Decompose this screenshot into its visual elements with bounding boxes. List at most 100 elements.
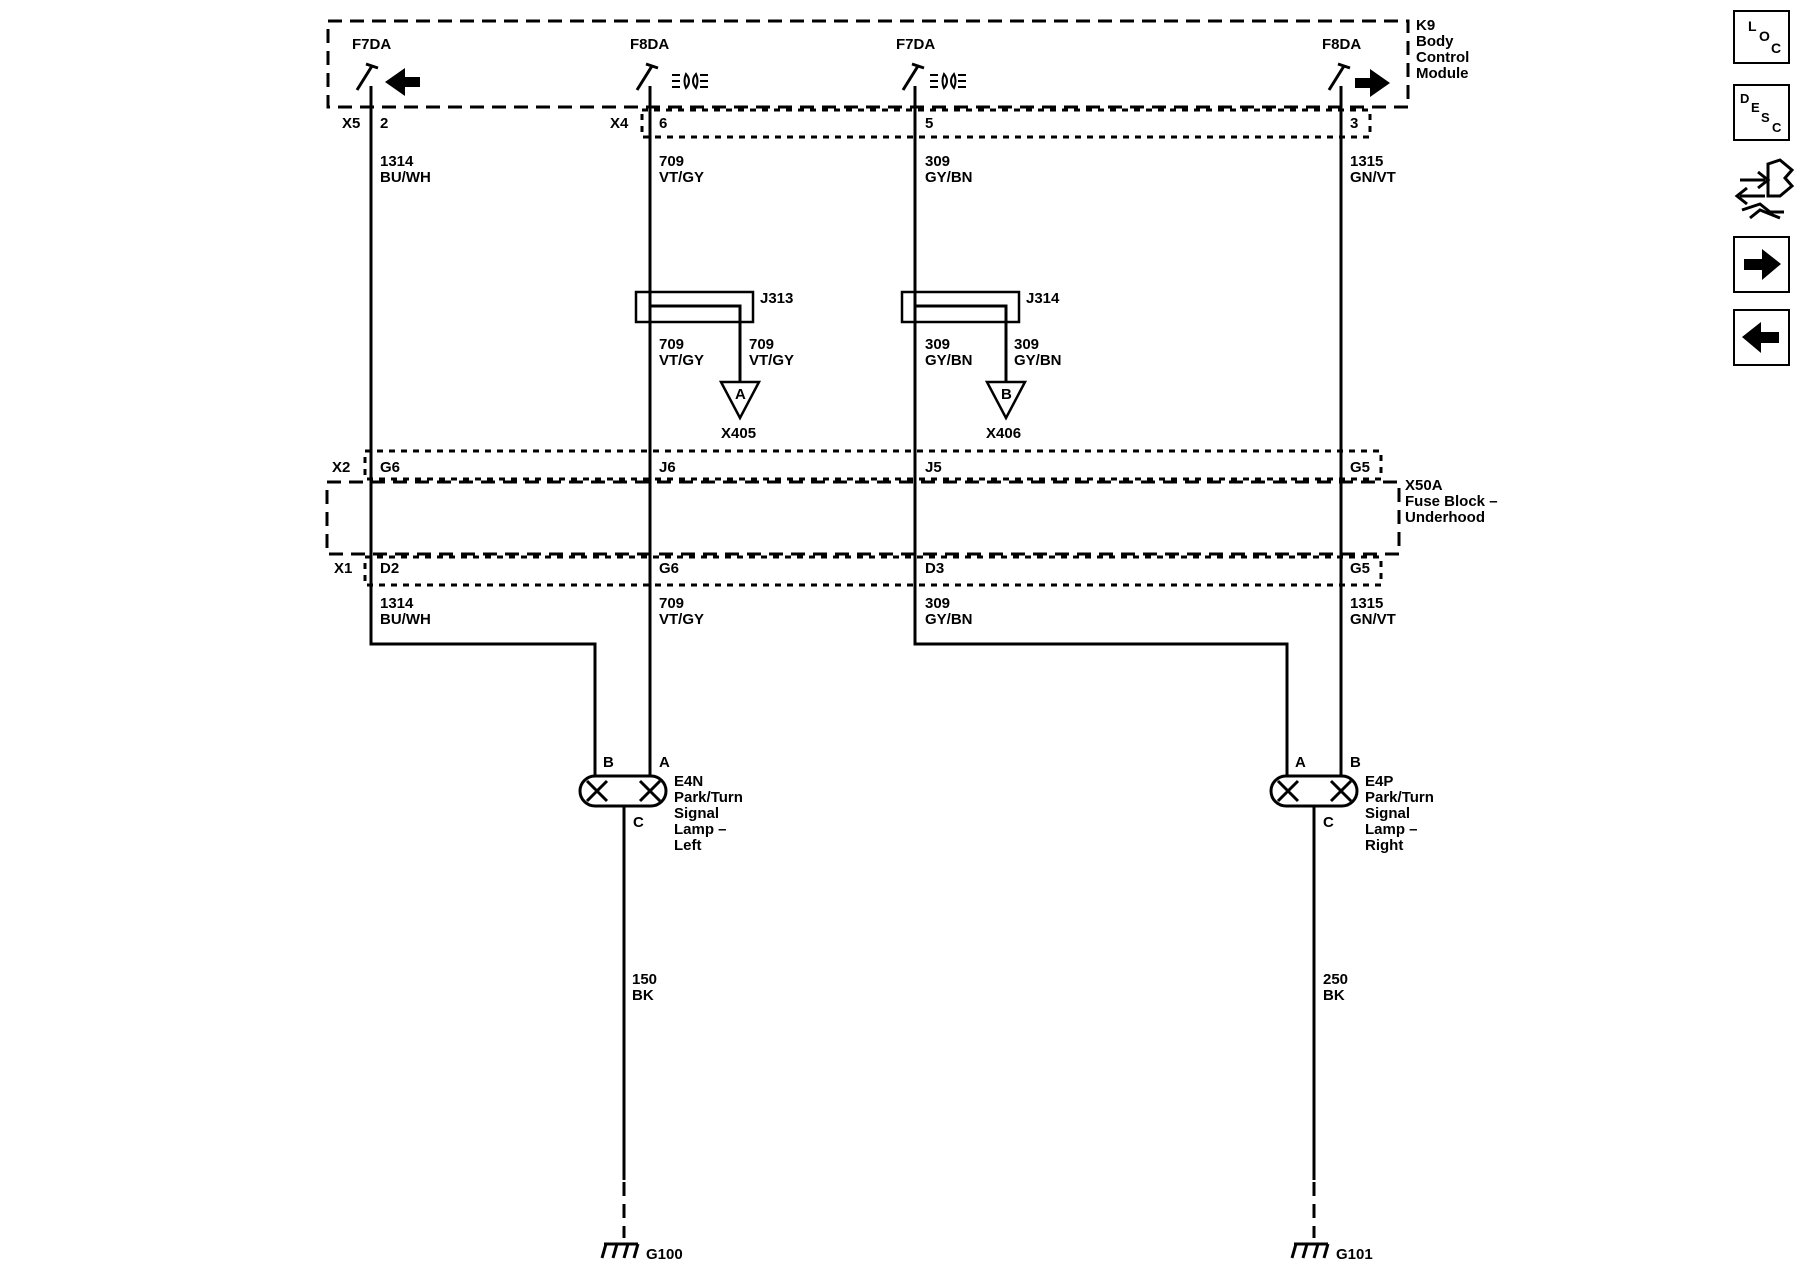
circuit-number: 150 — [632, 971, 657, 988]
circuit-color: BK — [1323, 987, 1345, 1004]
circuit-color: BU/WH — [380, 169, 431, 186]
circuit-color: VT/GY — [659, 611, 704, 628]
fuse-block: X50A Fuse Block – Underhood X2 G6 J6 J5 … — [325, 449, 1498, 587]
lamp-pin: B — [603, 754, 614, 771]
lamp-name-line: Right — [1365, 837, 1403, 854]
ground-icon — [600, 1242, 640, 1259]
bulb-filament-icon — [638, 779, 662, 803]
connector-x1-outline — [363, 555, 1383, 587]
splice-j313: J313 709 VT/GY 709 VT/GY A X405 — [634, 290, 794, 442]
lamp-pin: A — [1295, 754, 1306, 771]
connector-label: X2 — [332, 459, 350, 476]
lamp-name-line: Signal — [1365, 805, 1410, 822]
circuit-number: 1314 — [380, 595, 414, 612]
bulb-filament-icon — [1276, 779, 1300, 803]
ground-ref: G101 — [1336, 1246, 1373, 1263]
circuit-number: 309 — [1014, 336, 1039, 353]
wire-1314 — [369, 86, 597, 776]
lamp-name-line: Signal — [674, 805, 719, 822]
next-button[interactable] — [1733, 236, 1790, 293]
circuit-number: 1315 — [1350, 595, 1383, 612]
lamp-body — [1269, 774, 1359, 808]
circuit-color: VT/GY — [749, 352, 794, 369]
lamp-pin: C — [633, 814, 644, 831]
splice-ref: J313 — [760, 290, 793, 307]
connector-arrow-icon — [718, 380, 762, 421]
circuit-number: 309 — [925, 336, 950, 353]
lamp-name-line: Park/Turn — [674, 789, 743, 806]
circuit-number: 709 — [749, 336, 774, 353]
connector-label: X1 — [334, 560, 352, 577]
connector-tool-icon[interactable] — [1734, 158, 1795, 220]
connector-x4-outline — [640, 108, 1372, 139]
wires — [369, 86, 1343, 1238]
fuse-block-ref: X50A — [1405, 477, 1443, 494]
body-control-module: K9 Body Control Module F7DA F8DA F7DA F8… — [326, 17, 1469, 139]
park-lamp-icon — [672, 72, 708, 90]
circuit-number: 1314 — [380, 153, 414, 170]
switch-symbol — [635, 62, 659, 91]
pin-label: 2 — [380, 115, 388, 132]
lamp-pin: B — [1350, 754, 1361, 771]
bulb-filament-icon — [1329, 779, 1353, 803]
connector-ref: X405 — [721, 425, 756, 442]
circuit-color: GN/VT — [1350, 169, 1396, 186]
next-arrow-icon[interactable] — [1744, 249, 1781, 280]
lamp-ref: E4P — [1365, 773, 1393, 790]
park-lamp-icon — [930, 72, 966, 90]
svg-text:S: S — [1761, 110, 1770, 125]
pin-label: J5 — [925, 459, 942, 476]
svg-text:L: L — [1748, 18, 1757, 34]
fuse-block-name-line: Fuse Block – — [1405, 493, 1498, 510]
svg-text:O: O — [1759, 28, 1770, 44]
loc-button[interactable]: L O C — [1733, 10, 1790, 64]
lamp-pin: A — [659, 754, 670, 771]
connector-arrow-icon — [984, 380, 1028, 421]
pin-label: G6 — [659, 560, 679, 577]
connector-ref: X406 — [986, 425, 1021, 442]
lamp-e4n: B A C E4N Park/Turn Signal Lamp – Left — [578, 754, 743, 854]
connector-tool-button[interactable] — [1734, 158, 1795, 220]
module-name-line: Module — [1416, 65, 1469, 82]
lamp-name-line: Lamp – — [1365, 821, 1418, 838]
pin-label: D2 — [380, 560, 399, 577]
previous-arrow-icon[interactable] — [1742, 322, 1779, 353]
svg-text:C: C — [1772, 120, 1782, 135]
circuit-color: GY/BN — [925, 169, 973, 186]
splice-box — [900, 290, 1021, 324]
pin-label: 3 — [1350, 115, 1358, 132]
circuit-number: 250 — [1323, 971, 1348, 988]
desc-button[interactable]: D E S C — [1733, 84, 1790, 141]
circuit-color: GY/BN — [925, 611, 973, 628]
circuit-number: 1315 — [1350, 153, 1383, 170]
switch-label: F8DA — [630, 36, 669, 53]
circuit-color: VT/GY — [659, 169, 704, 186]
pin-label: G5 — [1350, 560, 1370, 577]
desc-icon[interactable] — [1733, 84, 1790, 141]
pin-label: G5 — [1350, 459, 1370, 476]
splice-branch — [915, 304, 1008, 382]
splice-ref: J314 — [1026, 290, 1060, 307]
switch-symbol — [355, 62, 379, 91]
module-name-line: Control — [1416, 49, 1469, 66]
connector-arrow-letter: B — [1001, 386, 1012, 403]
connector-x2-outline — [363, 449, 1383, 481]
bulb-filament-icon — [585, 779, 609, 803]
previous-button[interactable] — [1733, 309, 1790, 366]
switch-symbol — [901, 62, 925, 91]
module-ref: K9 — [1416, 17, 1435, 34]
wire-309 — [913, 86, 1289, 776]
fuse-block-name-line: Underhood — [1405, 509, 1485, 526]
lamp-name-line: Lamp – — [674, 821, 727, 838]
circuit-color: GN/VT — [1350, 611, 1396, 628]
lamp-name-line: Left — [674, 837, 702, 854]
circuit-number: 709 — [659, 336, 684, 353]
loc-icon[interactable] — [1733, 10, 1790, 64]
connector-arrow-letter: A — [735, 386, 746, 403]
switch-label: F8DA — [1322, 36, 1361, 53]
lamp-e4p: A B C E4P Park/Turn Signal Lamp – Right — [1269, 754, 1434, 854]
svg-text:E: E — [1751, 100, 1760, 115]
switch-label: F7DA — [896, 36, 935, 53]
circuit-number: 309 — [925, 153, 950, 170]
